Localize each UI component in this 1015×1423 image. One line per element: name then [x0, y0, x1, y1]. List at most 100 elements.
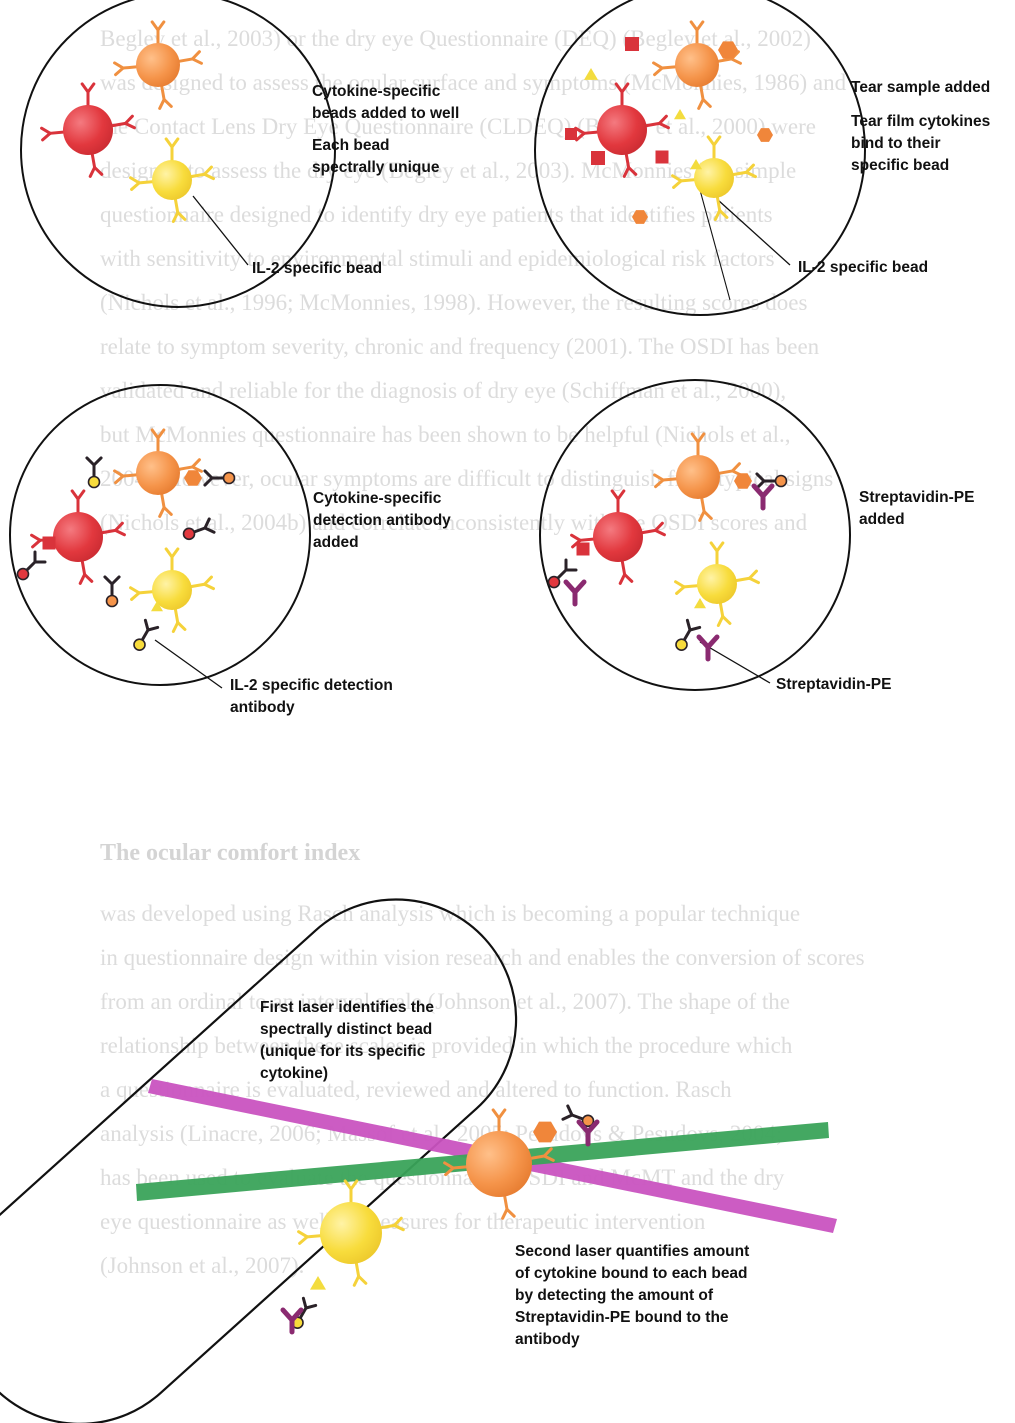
streptavidin-pe	[566, 582, 584, 604]
capture-antibody-stem	[162, 87, 164, 100]
capture-antibody-stem	[702, 499, 704, 512]
capture-antibody-arm	[394, 1225, 403, 1229]
capture-antibody-stem	[175, 200, 177, 213]
capture-antibody-stem	[103, 530, 116, 532]
capture-antibody-arm	[192, 59, 201, 63]
capture-antibody-stem	[92, 155, 94, 168]
capture-antibody-arm	[299, 1232, 308, 1237]
capture-antibody-arm	[131, 588, 140, 593]
detection-antibody-arm	[94, 458, 101, 465]
capture-antibody-arm	[749, 578, 758, 582]
capture-antibody-arm	[698, 434, 704, 442]
capture-antibody-stem	[382, 1225, 395, 1227]
capture-antibody-arm	[715, 210, 719, 219]
streptavidin-added-line-1: Streptavidin-PE	[859, 487, 974, 509]
beads-added-label-line-1: Cytokine-specific	[312, 81, 459, 103]
detection-antibody-arm	[112, 577, 119, 584]
capture-antibody-arm	[620, 574, 624, 583]
il2-detection-antibody-line-2: antibody	[230, 697, 393, 719]
capture-antibody-stem	[123, 475, 136, 476]
callout-line-3	[155, 640, 222, 688]
spectrally-unique-label: Each bead spectrally unique	[312, 135, 439, 179]
capture-antibody-arm	[717, 543, 723, 551]
red-cytokine	[565, 128, 577, 140]
capture-antibody-stem	[720, 471, 733, 473]
il2-bead-callout-2: IL-2 specific bead	[798, 257, 928, 279]
orange-cytokine	[757, 128, 773, 142]
tear-cytokines-bind-line-3: specific bead	[851, 155, 990, 177]
capture-antibody-arm	[173, 622, 177, 631]
red-bead	[63, 105, 113, 155]
biotin-tag	[134, 639, 145, 650]
capture-antibody-arm	[700, 511, 704, 520]
capture-antibody-arm	[80, 574, 84, 583]
red-bead	[53, 512, 103, 562]
detection-antibody-stem	[194, 528, 205, 532]
detection-antibody-line-1: Cytokine-specific	[313, 488, 451, 510]
capture-antibody-arm	[172, 139, 178, 147]
capture-antibody-stem	[734, 172, 747, 174]
capture-antibody-arm	[499, 1110, 505, 1118]
orange-bead	[676, 455, 720, 499]
tear-cytokines-bind-line-1: Tear film cytokines	[851, 111, 990, 133]
capture-antibody-arm	[503, 1209, 507, 1218]
first-laser-line-3: (unique for its specific	[260, 1041, 434, 1063]
red-cytokine	[591, 151, 605, 165]
capture-antibody-arm	[697, 22, 703, 30]
detection-antibody-stem	[558, 570, 566, 578]
capture-antibody-arm	[618, 491, 624, 499]
capture-antibody-stem	[701, 87, 703, 100]
biotin-tag	[17, 569, 28, 580]
capture-antibody-stem	[663, 479, 676, 480]
capture-antibody-stem	[505, 1196, 507, 1209]
capture-antibody-arm	[32, 535, 41, 540]
capture-antibody-stem	[82, 562, 84, 575]
capture-antibody-arm	[731, 59, 740, 63]
il2-detection-antibody-callout: IL-2 specific detection antibody	[230, 675, 393, 719]
second-laser-line-4: Streptavidin-PE bound to the	[515, 1307, 749, 1329]
capture-antibody-stem	[626, 155, 628, 168]
tear-cytokines-bind-label: Tear film cytokines bind to their specif…	[851, 111, 990, 177]
capture-antibody-arm	[572, 535, 581, 540]
detection-antibody-arm	[690, 627, 700, 630]
capture-antibody-arm	[699, 99, 703, 108]
capture-antibody-arm	[654, 63, 663, 68]
orange-bead	[466, 1131, 532, 1197]
detection-antibody-arm	[148, 627, 158, 630]
capture-antibody-stem	[192, 174, 205, 176]
capture-antibody-stem	[139, 182, 152, 183]
detection-antibody-line-3: added	[313, 532, 451, 554]
streptavidin-added-label: Streptavidin-PE added	[859, 487, 974, 531]
yellow-bead	[697, 564, 737, 604]
spectrally-unique-label-line-1: Each bead	[312, 135, 439, 157]
second-laser-line-1: Second laser quantifies amount	[515, 1241, 749, 1263]
yellow-cytokine	[694, 598, 706, 608]
second-laser-line-5: antibody	[515, 1329, 749, 1351]
capture-antibody-stem	[717, 198, 719, 211]
capture-antibody-arm	[718, 616, 722, 625]
capture-antibody-stem	[643, 530, 656, 532]
detection-antibody-stem	[572, 1115, 583, 1119]
capture-antibody-arm	[90, 167, 94, 176]
red-bead	[593, 512, 643, 562]
capture-antibody-stem	[453, 1167, 466, 1168]
capture-antibody-arm	[676, 582, 685, 587]
biotin-tag	[89, 477, 100, 488]
capture-antibody-arm	[673, 176, 682, 181]
orange-bead	[136, 451, 180, 495]
beads-added-label-line-2: beads added to well	[312, 103, 459, 125]
biotin-tag	[776, 476, 787, 487]
red-cytokine	[625, 37, 639, 51]
capture-antibody-stem	[175, 610, 177, 623]
capture-antibody-arm	[746, 172, 755, 176]
yellow-bead	[320, 1202, 382, 1264]
capture-antibody-stem	[139, 592, 152, 593]
capture-antibody-arm	[158, 430, 164, 438]
capture-antibody-arm	[354, 1276, 358, 1285]
capture-antibody-arm	[624, 167, 628, 176]
orange-cytokine	[184, 470, 202, 486]
tear-sample-added-label: Tear sample added	[851, 77, 990, 99]
biotin-tag	[676, 639, 687, 650]
streptavidin-added-line-2: added	[859, 509, 974, 531]
